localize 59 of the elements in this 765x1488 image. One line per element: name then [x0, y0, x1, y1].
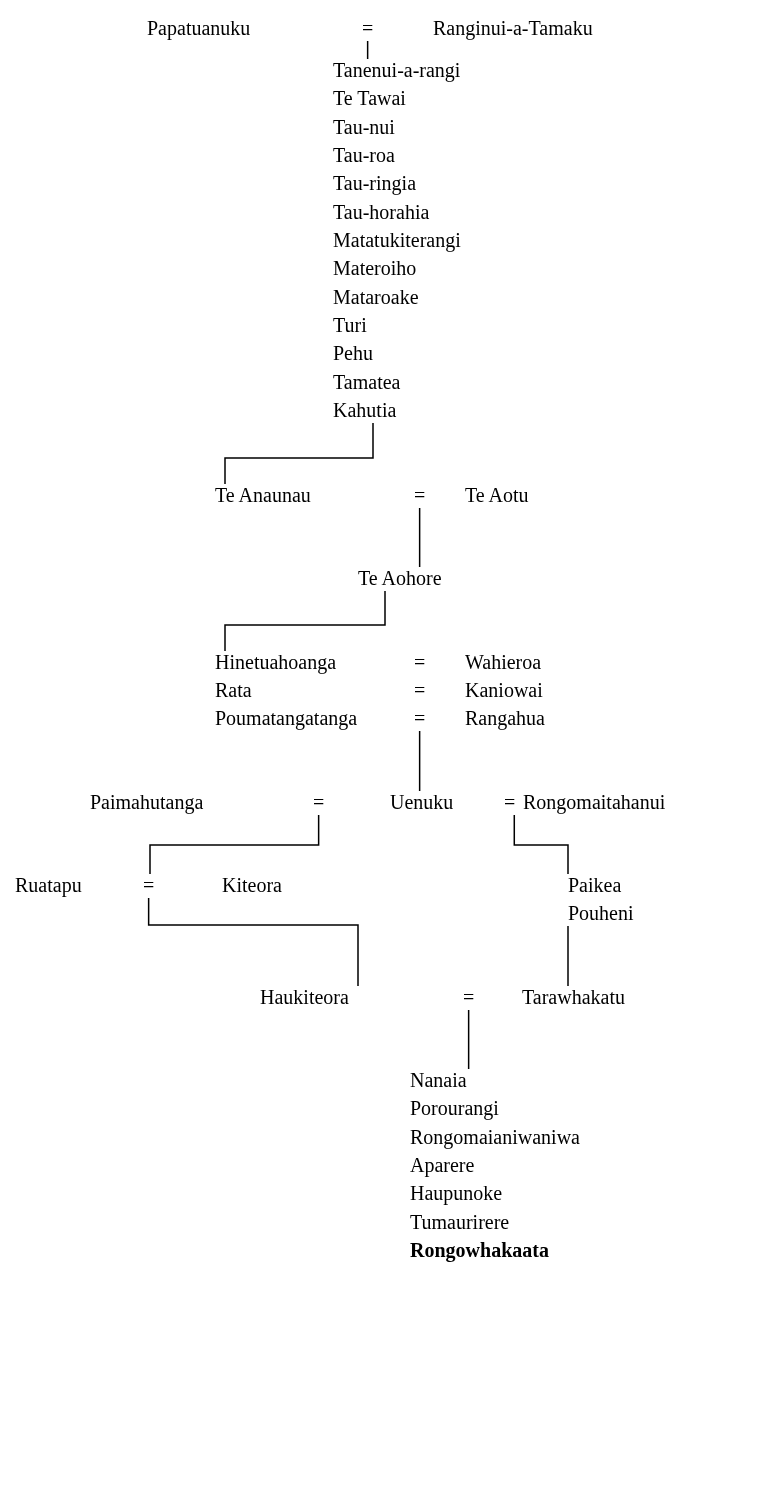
- person-name: Ranginui-a-Tamaku: [433, 17, 593, 39]
- descent-line: [149, 814, 320, 875]
- person-name: Te Tawai: [333, 87, 406, 110]
- descent-line: [418, 507, 421, 568]
- person-name: Rongomaitahanui: [523, 791, 666, 813]
- person-name: =: [362, 17, 374, 39]
- person-name: =: [313, 791, 325, 813]
- person-name: Te Aotu: [465, 484, 529, 506]
- person-name: Hinetuahoanga: [215, 651, 337, 673]
- person-name: Te Anaunau: [215, 484, 311, 506]
- person-name: Ruatapu: [15, 874, 82, 896]
- person-name: Tamatea: [333, 370, 401, 393]
- person-name: Rangahua: [465, 707, 545, 729]
- person-name: Turi: [333, 313, 367, 336]
- person-name: Mataroake: [333, 285, 419, 308]
- person-name: =: [414, 707, 426, 729]
- person-name: Tau-nui: [333, 115, 395, 138]
- person-name: Paimahutanga: [90, 791, 204, 813]
- person-name: Papatuanuku: [147, 17, 251, 39]
- person-name: Pouheni: [568, 902, 634, 924]
- person-name: Matatukiterangi: [333, 228, 461, 251]
- person-name: =: [414, 679, 426, 701]
- person-name: Tau-horahia: [333, 200, 430, 223]
- person-name: Haupunoke: [410, 1182, 503, 1205]
- person-name: Kiteora: [222, 874, 282, 896]
- person-name: Tanenui-a-rangi: [333, 59, 461, 81]
- descent-line: [467, 1009, 470, 1070]
- descent-line: [513, 814, 569, 875]
- person-name: Haukiteora: [260, 986, 349, 1008]
- person-name: Rongowhakaata: [410, 1238, 549, 1261]
- person-name: Rata: [215, 679, 252, 701]
- person-name: =: [143, 874, 155, 896]
- person-name: Tarawhakatu: [522, 986, 625, 1008]
- person-name: Kahutia: [333, 398, 397, 421]
- person-name: Wahieroa: [465, 651, 542, 673]
- person-name: =: [414, 651, 426, 673]
- descent-line: [366, 40, 369, 60]
- descent-line: [224, 590, 386, 652]
- person-name: Tau-roa: [333, 144, 395, 166]
- person-name: Rongomaianiwaniwa: [410, 1125, 580, 1148]
- person-name: Te Aohore: [358, 567, 442, 589]
- person-name: =: [463, 986, 475, 1008]
- person-name: =: [414, 484, 426, 506]
- person-name: Poumatangatanga: [215, 707, 358, 729]
- person-name: Materoiho: [333, 257, 417, 280]
- person-name: Porourangi: [410, 1097, 499, 1120]
- person-name: Kaniowai: [465, 679, 543, 701]
- descent-line: [147, 897, 359, 987]
- person-name: Tau-ringia: [333, 172, 416, 195]
- person-name: Tumaurirere: [410, 1210, 510, 1233]
- person-name: Aparere: [410, 1154, 475, 1176]
- descent-line: [418, 730, 421, 792]
- person-name: Nanaia: [410, 1069, 467, 1091]
- person-name: Pehu: [333, 342, 373, 365]
- descent-line: [567, 925, 569, 987]
- person-name: Paikea: [568, 874, 622, 896]
- person-name: Uenuku: [390, 791, 454, 813]
- person-name: =: [504, 791, 516, 813]
- descent-line: [224, 422, 374, 485]
